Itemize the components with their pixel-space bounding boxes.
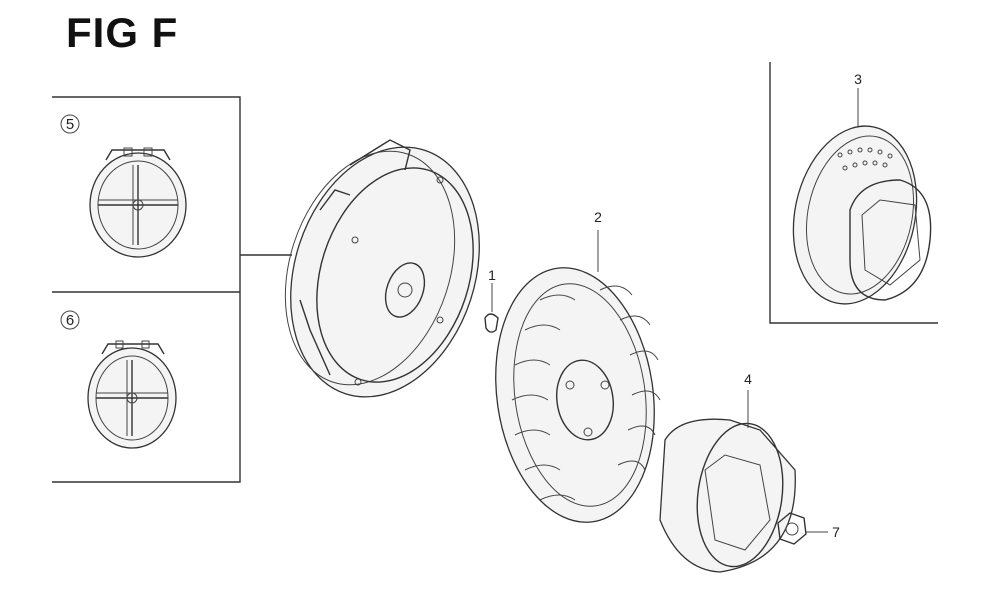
svg-text:4: 4 — [744, 371, 752, 387]
starter-cup[interactable] — [778, 114, 933, 315]
starter-pulley[interactable] — [257, 122, 510, 421]
woodruff-key[interactable] — [484, 283, 499, 333]
callout-1[interactable]: 1 — [488, 267, 496, 283]
callout-5[interactable]: 5 — [60, 114, 80, 134]
variant-box — [52, 96, 292, 483]
svg-text:3: 3 — [854, 71, 862, 87]
callout-7[interactable]: 7 — [832, 524, 840, 540]
pulley-variant-5[interactable] — [89, 147, 187, 258]
callout-6[interactable]: 6 — [60, 310, 80, 330]
flange-nut[interactable] — [777, 512, 828, 545]
part-3-box — [769, 62, 938, 324]
svg-text:2: 2 — [594, 209, 602, 225]
pulley-variant-6[interactable] — [87, 340, 177, 449]
callout-3[interactable]: 3 — [854, 71, 862, 128]
figure-title: FIG F — [66, 9, 179, 56]
svg-text:1: 1 — [488, 267, 496, 283]
callout-2[interactable]: 2 — [594, 209, 602, 225]
svg-text:7: 7 — [832, 524, 840, 540]
callout-4[interactable]: 4 — [744, 371, 752, 387]
flywheel[interactable] — [480, 230, 670, 533]
starter-pulley-cup[interactable] — [659, 390, 796, 573]
svg-text:5: 5 — [66, 116, 74, 133]
svg-text:6: 6 — [66, 312, 74, 329]
